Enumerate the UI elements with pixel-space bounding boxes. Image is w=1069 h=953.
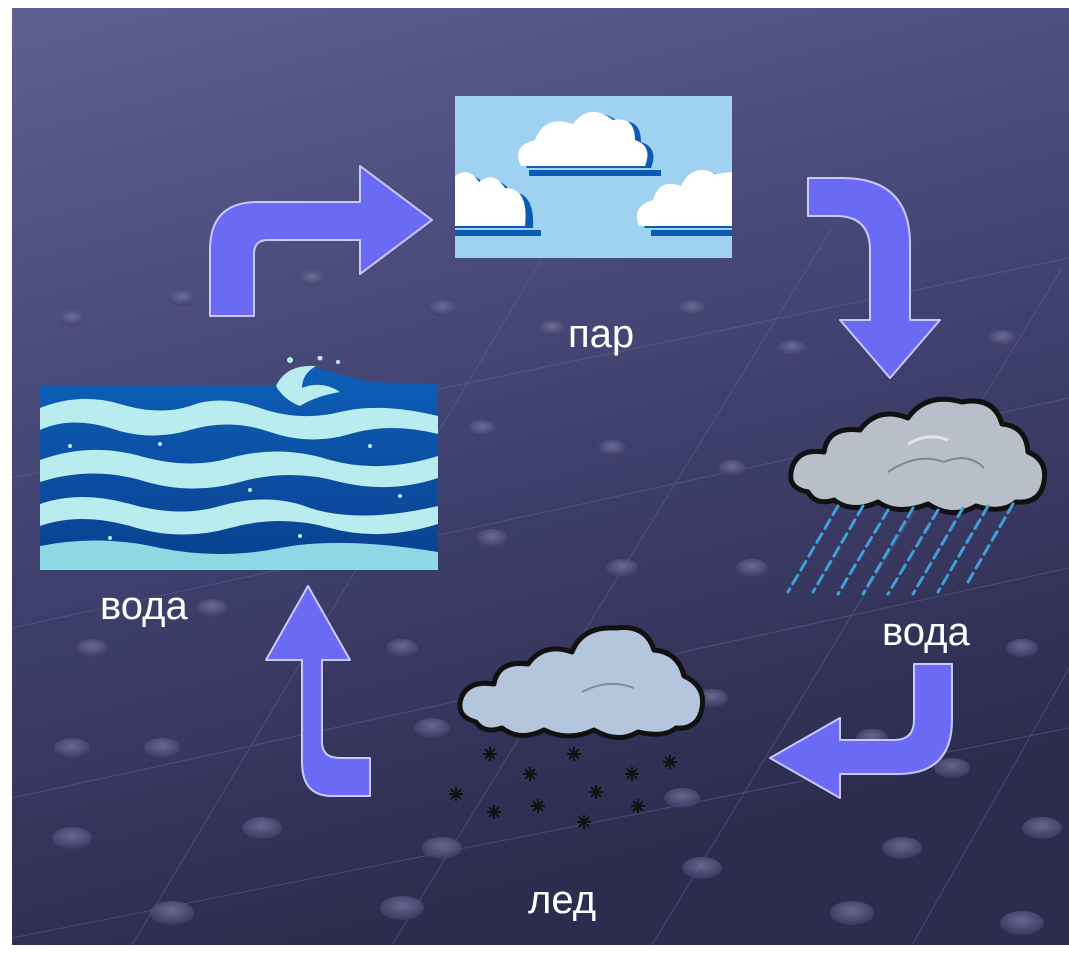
label-steam: пар (568, 312, 635, 356)
clouds-sky-icon (455, 96, 732, 258)
water-cycle-slide: пар вода вода лед (12, 8, 1069, 945)
arrow-rain-to-ice (769, 663, 953, 799)
label-water-right: вода (882, 610, 970, 654)
arrow-ice-to-water (265, 585, 371, 797)
arrow-steam-to-rain (807, 177, 941, 379)
label-ice: лед (528, 878, 597, 922)
ocean-waves-icon (40, 356, 438, 570)
snow-cloud-icon (449, 624, 706, 829)
snowflakes (449, 747, 677, 829)
label-water-left: вода (100, 584, 188, 628)
rain-cloud-icon (786, 396, 1048, 596)
arrow-water-to-steam (209, 165, 433, 317)
